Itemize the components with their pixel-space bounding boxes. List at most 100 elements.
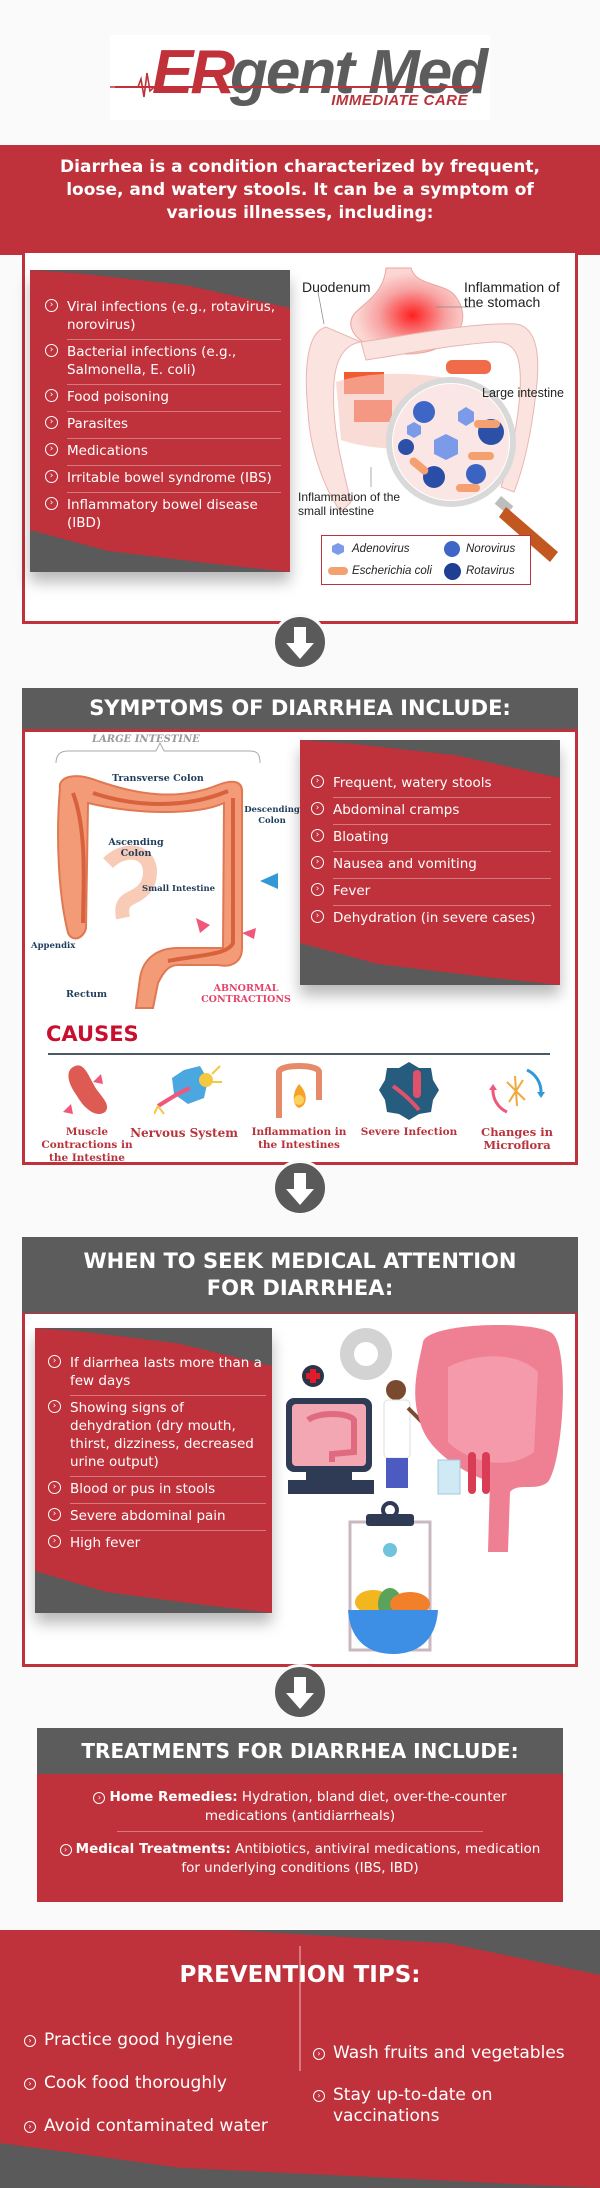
label-duodenum: Duodenum: [302, 279, 371, 295]
chevron-circle-right-icon: ›: [311, 883, 324, 896]
list-item: ›Food poisoning: [45, 384, 281, 411]
list-item: ›Medications: [45, 438, 281, 465]
chevron-circle-right-icon: ›: [45, 389, 58, 402]
legend-adenovirus: Adenovirus: [352, 543, 410, 555]
list-item: ›Cook food thoroughly: [24, 2073, 294, 2094]
list-item: ›Bloating: [311, 824, 551, 851]
large-intestine-icon: [55, 741, 278, 1009]
intestine-icon: [415, 1324, 563, 1552]
logo-er: ER: [152, 38, 235, 107]
chevron-circle-right-icon: ›: [48, 1481, 61, 1494]
logo: ER gent Med IMMEDIATE CARE: [110, 35, 490, 120]
label-inflammation-stomach: Inflammation of the stomach: [464, 279, 560, 310]
label-large-intestine-title: LARGE INTESTINE: [92, 734, 200, 745]
chevron-circle-right-icon: ›: [311, 775, 324, 788]
chevron-circle-right-icon: ›: [93, 1792, 106, 1804]
digestive-system-illustration: Duodenum Inflammation of the stomach Lar…: [296, 262, 568, 612]
label-large-intestine: Large intestine: [482, 386, 565, 400]
legend-rotavirus: Rotavirus: [466, 565, 515, 577]
list-item: ›Practice good hygiene: [24, 2030, 294, 2051]
illnesses-card: ›Viral infections (e.g., rotavirus, noro…: [30, 270, 290, 572]
list-item: ›If diarrhea lasts more than a few days: [48, 1350, 266, 1395]
symptoms-list: ›Frequent, watery stools ›Abdominal cram…: [311, 770, 551, 932]
chevron-circle-right-icon: ›: [311, 802, 324, 815]
chevron-circle-right-icon: ›: [45, 299, 58, 312]
inflamed-colon-icon: [269, 1060, 329, 1122]
cause-nervous-system: Nervous System: [129, 1060, 239, 1140]
test-tubes-icon: [437, 1452, 490, 1495]
intro-band: [0, 145, 600, 255]
label-ascending-colon: Ascending Colon: [108, 837, 164, 859]
causes-title: CAUSES: [46, 1022, 139, 1046]
prevention-list-left: ›Practice good hygiene ›Cook food thorou…: [24, 2030, 294, 2159]
chevron-circle-right-icon: ›: [45, 344, 58, 357]
treatment-item-medical: ›Medical Treatments: Antibiotics, antivi…: [57, 1840, 543, 1878]
chevron-circle-right-icon: ›: [311, 910, 324, 923]
list-item: ›Stay up-to-date on vaccinations: [313, 2085, 593, 2127]
list-item: ›Fever: [311, 878, 551, 905]
list-item: ›Blood or pus in stools: [48, 1476, 266, 1503]
list-item: ›Bacterial infections (e.g., Salmonella,…: [45, 339, 281, 384]
arrow-down-circle-icon: [272, 1664, 328, 1720]
prevention-list-right: ›Wash fruits and vegetables ›Stay up-to-…: [313, 2043, 593, 2148]
doctor-diagnosis-illustration: [278, 1312, 573, 1660]
logo-tagline: IMMEDIATE CARE: [331, 92, 468, 109]
heartbeat-pulse-icon: [110, 72, 170, 98]
chevron-circle-right-icon: ›: [24, 2035, 36, 2047]
list-item: ›Viral infections (e.g., rotavirus, noro…: [45, 294, 281, 339]
symptoms-title: SYMPTOMS OF DIARRHEA INCLUDE:: [22, 688, 578, 729]
chevron-circle-right-icon: ›: [311, 829, 324, 842]
label-small-intestine: Small Intestine: [142, 884, 216, 894]
treatment-divider: [117, 1831, 483, 1832]
label-rectum: Rectum: [66, 989, 108, 1000]
e-coli-icon: [328, 567, 348, 575]
cause-inflammation: Inflammation in the Intestines: [244, 1060, 354, 1152]
chevron-circle-right-icon: ›: [48, 1508, 61, 1521]
prevention-divider: [299, 1946, 301, 2071]
chevron-circle-right-icon: ›: [45, 470, 58, 483]
chevron-circle-right-icon: ›: [311, 856, 324, 869]
gear-icon: [340, 1328, 392, 1380]
cause-muscle-contractions: Muscle Contractions in the Intestine: [32, 1060, 142, 1165]
list-item: ›High fever: [48, 1530, 266, 1557]
list-item: ›Severe abdominal pain: [48, 1503, 266, 1530]
illnesses-list: ›Viral infections (e.g., rotavirus, noro…: [45, 294, 281, 537]
logo-underline: [115, 86, 480, 88]
list-item: ›Nausea and vomiting: [311, 851, 551, 878]
treatments-title: TREATMENTS FOR DIARRHEA INCLUDE:: [37, 1728, 563, 1774]
chevron-circle-right-icon: ›: [59, 1844, 72, 1856]
digestive-tract-icon: [305, 267, 558, 562]
prevention-title: PREVENTION TIPS:: [179, 1962, 421, 1988]
list-item: ›Irritable bowel syndrome (IBS): [45, 465, 281, 492]
medical-cross-icon: [302, 1365, 324, 1387]
medical-attention-title: WHEN TO SEEK MEDICAL ATTENTION FOR DIARR…: [22, 1237, 578, 1313]
muscle-contraction-icon: [57, 1060, 117, 1122]
treatments-card: ›Home Remedies: Hydration, bland diet, o…: [37, 1774, 563, 1902]
chevron-circle-right-icon: ›: [45, 497, 58, 510]
microflora-cycle-icon: [487, 1060, 547, 1122]
bacteria-infection-icon: [379, 1060, 439, 1122]
chevron-circle-right-icon: ›: [24, 2078, 36, 2090]
causes-divider: [48, 1053, 550, 1055]
label-transverse-colon: Transverse Colon: [112, 773, 204, 784]
card-corner-decoration: [35, 1571, 272, 1613]
chevron-circle-right-icon: ›: [45, 416, 58, 429]
legend-norovirus: Norovirus: [466, 543, 516, 555]
list-item: ›Showing signs of dehydration (dry mouth…: [48, 1395, 266, 1476]
adenovirus-icon: [332, 543, 344, 555]
neuron-icon: [153, 1060, 222, 1122]
logo-gent-med: gent Med: [230, 38, 488, 107]
prevention-section: PREVENTION TIPS: ›Practice good hygiene …: [0, 1930, 600, 2188]
norovirus-icon: [444, 541, 460, 557]
chevron-circle-right-icon: ›: [48, 1400, 61, 1413]
cause-microflora: Changes in Microflora: [462, 1060, 572, 1152]
list-item: ›Abdominal cramps: [311, 797, 551, 824]
chevron-circle-right-icon: ›: [313, 2090, 325, 2102]
list-item: ›Dehydration (in severe cases): [311, 905, 551, 932]
list-item: ›Avoid contaminated water: [24, 2116, 294, 2137]
card-corner-decoration: [300, 943, 560, 985]
pathogen-legend: Adenovirus Norovirus Escherichia coli Ro…: [321, 535, 531, 585]
medical-attention-card: ›If diarrhea lasts more than a few days …: [35, 1328, 272, 1613]
symptoms-card: ›Frequent, watery stools ›Abdominal cram…: [300, 740, 560, 985]
chevron-circle-right-icon: ›: [48, 1535, 61, 1548]
